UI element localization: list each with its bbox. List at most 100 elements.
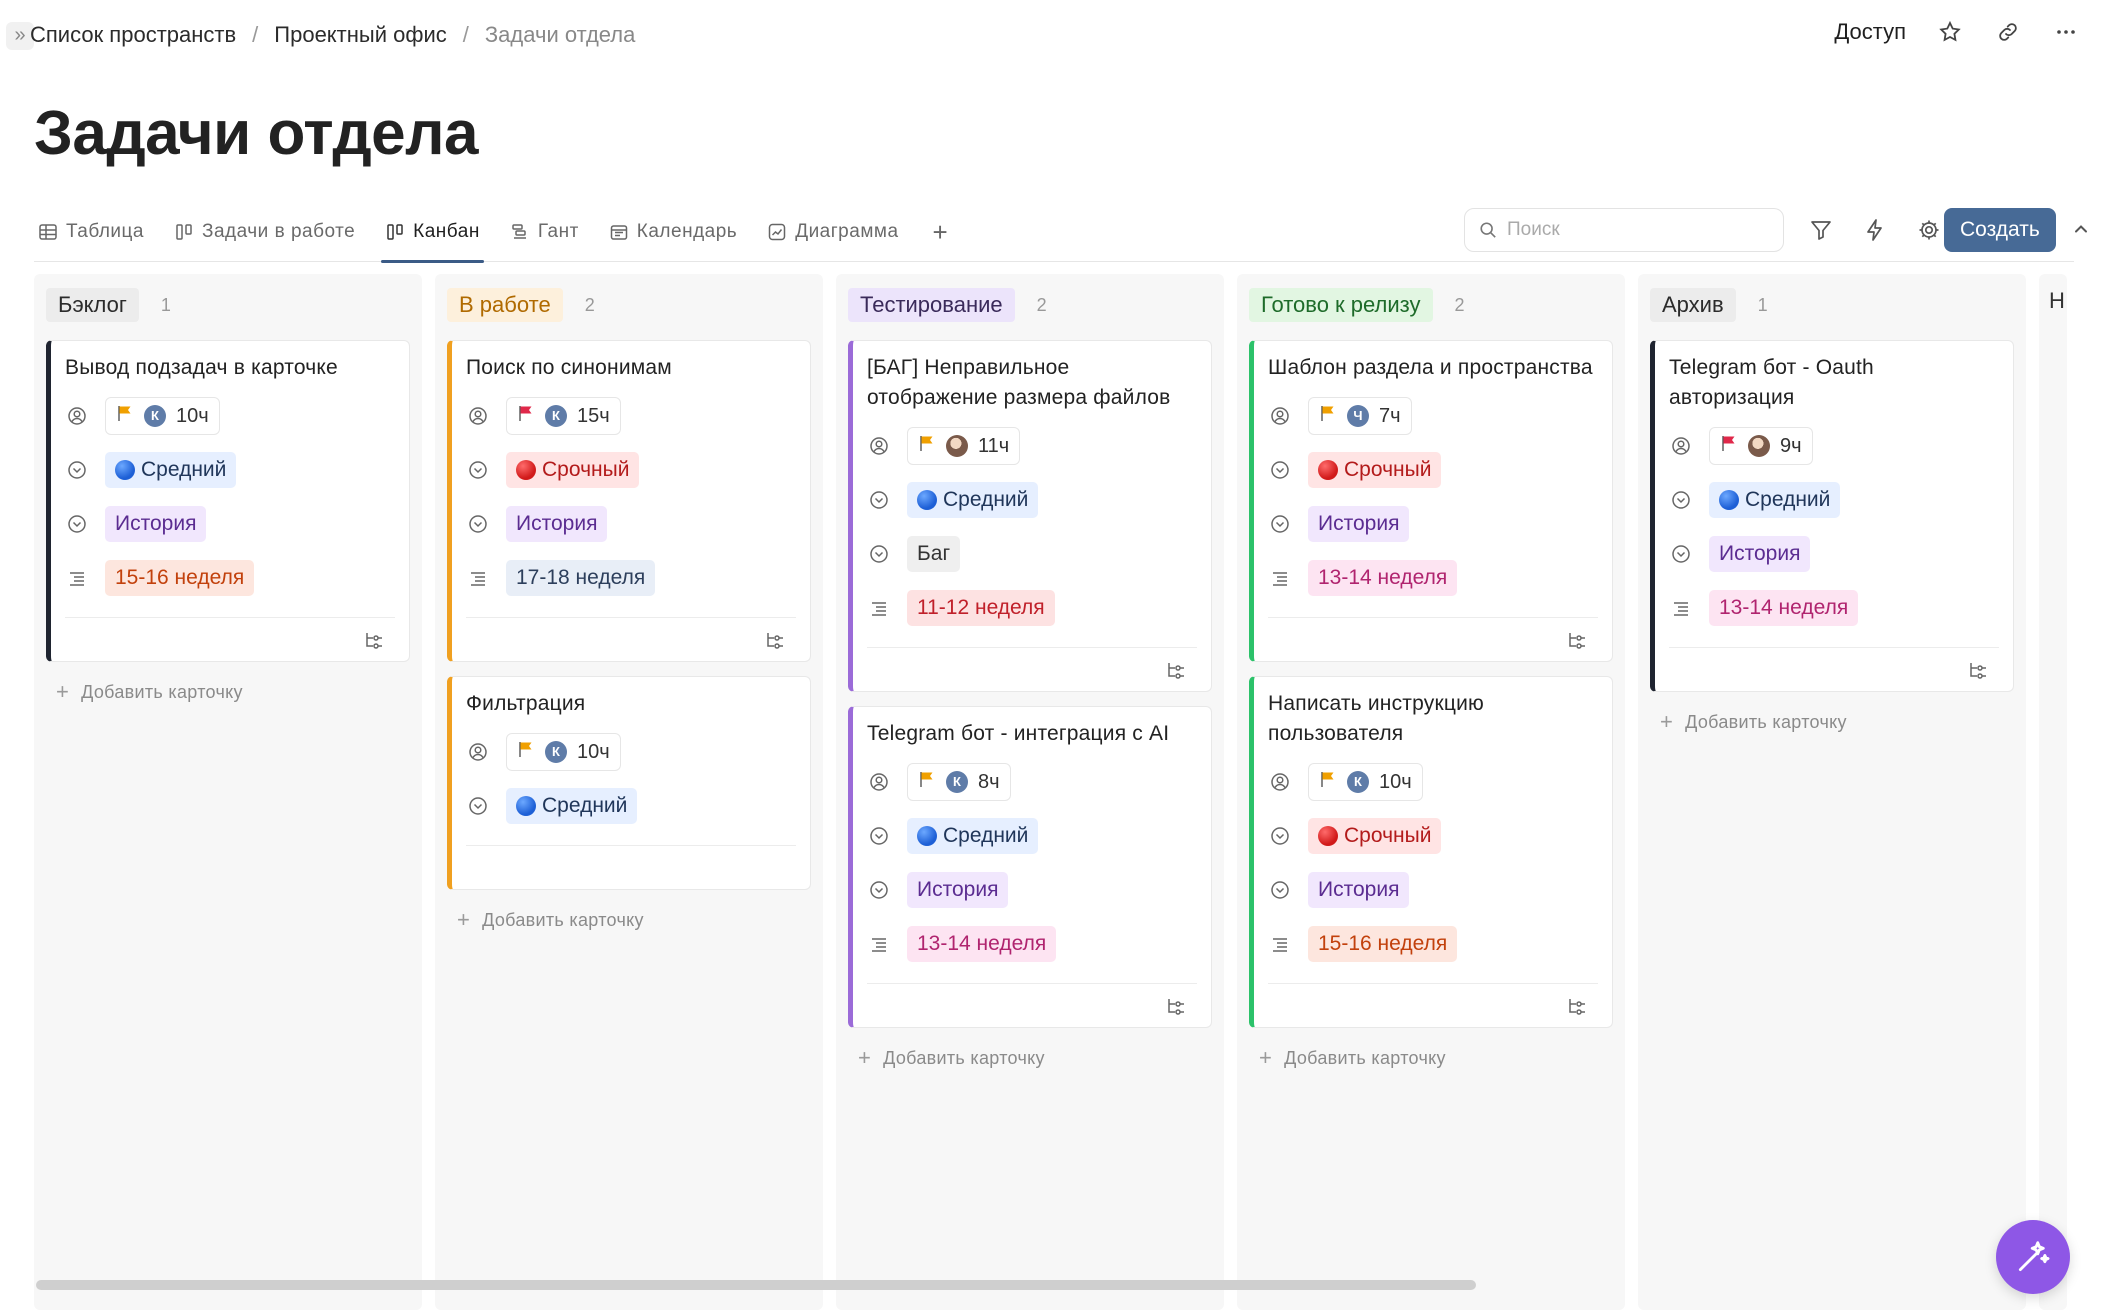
select-icon <box>65 458 89 482</box>
star-icon[interactable] <box>1936 18 1964 46</box>
subtasks-icon[interactable] <box>1165 996 1187 1018</box>
breadcrumb-item-current[interactable]: Задачи отдела <box>484 22 636 47</box>
search-input[interactable] <box>1507 219 1747 241</box>
flag-icon <box>116 404 134 428</box>
column-status-chip[interactable]: Готово к релизу <box>1249 288 1433 322</box>
column-status-chip[interactable]: Н <box>2049 288 2065 313</box>
priority-tag[interactable]: Срочный <box>1308 452 1442 488</box>
week-tag[interactable]: 15-16 неделя <box>105 560 255 596</box>
create-button[interactable]: Создать <box>1944 208 2056 252</box>
person-icon <box>65 404 89 428</box>
week-tag[interactable]: 15-16 неделя <box>1308 926 1458 962</box>
breadcrumb-item-spaces[interactable]: Список пространств <box>30 22 237 47</box>
type-tag[interactable]: История <box>1308 506 1410 542</box>
week-tag[interactable]: 13-14 неделя <box>1308 560 1458 596</box>
priority-tag[interactable]: Средний <box>506 788 638 824</box>
column-status-chip[interactable]: Бэклог <box>46 288 139 322</box>
assignee-field[interactable]: 9ч <box>1709 427 1813 465</box>
tab-calendar[interactable]: Календарь <box>605 212 741 252</box>
kanban-card[interactable]: [БАГ] Неправильное отображение размера ф… <box>848 340 1212 692</box>
week-tag[interactable]: 11-12 неделя <box>907 590 1055 626</box>
chevron-up-icon[interactable] <box>2066 214 2096 244</box>
add-card-button[interactable]: +Добавить карточку <box>848 1038 1212 1078</box>
type-tag[interactable]: Баг <box>907 536 961 572</box>
card-footer <box>1268 983 1598 1027</box>
tab-label: Календарь <box>636 221 738 242</box>
priority-tag[interactable]: Срочный <box>506 452 640 488</box>
add-card-button[interactable]: +Добавить карточку <box>46 672 410 712</box>
subtasks-icon[interactable] <box>1967 660 1989 682</box>
link-icon[interactable] <box>1994 18 2022 46</box>
priority-tag[interactable]: Средний <box>1709 482 1841 518</box>
column-status-chip[interactable]: В работе <box>447 288 563 322</box>
ai-assistant-button[interactable] <box>1996 1220 2070 1294</box>
red-circle-icon <box>1318 826 1338 846</box>
priority-tag[interactable]: Средний <box>907 482 1039 518</box>
week-tag[interactable]: 13-14 неделя <box>907 926 1057 962</box>
select-icon <box>466 458 490 482</box>
tab-kanban[interactable]: Канбан <box>381 212 484 263</box>
filter-icon[interactable] <box>1804 212 1838 248</box>
column-status-chip[interactable]: Тестирование <box>848 288 1015 322</box>
horizontal-scrollbar[interactable] <box>34 1278 2074 1292</box>
assignee-field[interactable]: 11ч <box>907 427 1021 465</box>
add-card-button[interactable]: +Добавить карточку <box>1249 1038 1613 1078</box>
automation-lightning-icon[interactable] <box>1858 212 1892 248</box>
type-tag[interactable]: История <box>1709 536 1811 572</box>
subtasks-icon[interactable] <box>1566 630 1588 652</box>
subtasks-icon[interactable] <box>1566 996 1588 1018</box>
column-count: 2 <box>584 294 595 315</box>
priority-tag[interactable]: Средний <box>105 452 237 488</box>
add-card-button[interactable]: +Добавить карточку <box>447 900 811 940</box>
card-footer <box>1268 617 1598 661</box>
subtasks-icon[interactable] <box>764 630 786 652</box>
gear-icon[interactable] <box>1912 212 1946 248</box>
card-type-row: История <box>1669 527 1999 581</box>
subtasks-icon[interactable] <box>1165 660 1187 682</box>
column-status-chip[interactable]: Архив <box>1650 288 1736 322</box>
type-tag[interactable]: История <box>506 506 608 542</box>
type-tag[interactable]: История <box>105 506 207 542</box>
subtasks-icon[interactable] <box>363 630 385 652</box>
priority-tag[interactable]: Срочный <box>1308 818 1442 854</box>
expand-sidebar-icon[interactable]: » <box>6 22 34 50</box>
type-tag[interactable]: История <box>907 872 1009 908</box>
tab-gantt[interactable]: Гант <box>506 212 583 252</box>
add-card-button[interactable]: +Добавить карточку <box>1650 702 2014 742</box>
estimate-hours: 7ч <box>1379 404 1401 427</box>
access-button[interactable]: Доступ <box>1834 19 1906 44</box>
priority-tag[interactable]: Средний <box>907 818 1039 854</box>
tab-chart[interactable]: Диаграмма <box>763 212 902 252</box>
type-tag[interactable]: История <box>1308 872 1410 908</box>
tab-tasks-in-progress[interactable]: Задачи в работе <box>170 212 359 252</box>
add-view-button[interactable]: + <box>932 216 949 247</box>
more-icon[interactable] <box>2052 18 2080 46</box>
search-box[interactable] <box>1464 208 1784 252</box>
flag-icon <box>517 404 535 428</box>
avatar <box>946 435 968 457</box>
week-tag[interactable]: 17-18 неделя <box>506 560 656 596</box>
scrollbar-thumb[interactable] <box>36 1280 1476 1290</box>
week-tag[interactable]: 13-14 неделя <box>1709 590 1859 626</box>
breadcrumb-item-project-office[interactable]: Проектный офис <box>274 22 447 47</box>
select-icon <box>1268 458 1292 482</box>
estimate-hours: 10ч <box>1379 770 1412 793</box>
tab-table[interactable]: Таблица <box>34 212 148 252</box>
